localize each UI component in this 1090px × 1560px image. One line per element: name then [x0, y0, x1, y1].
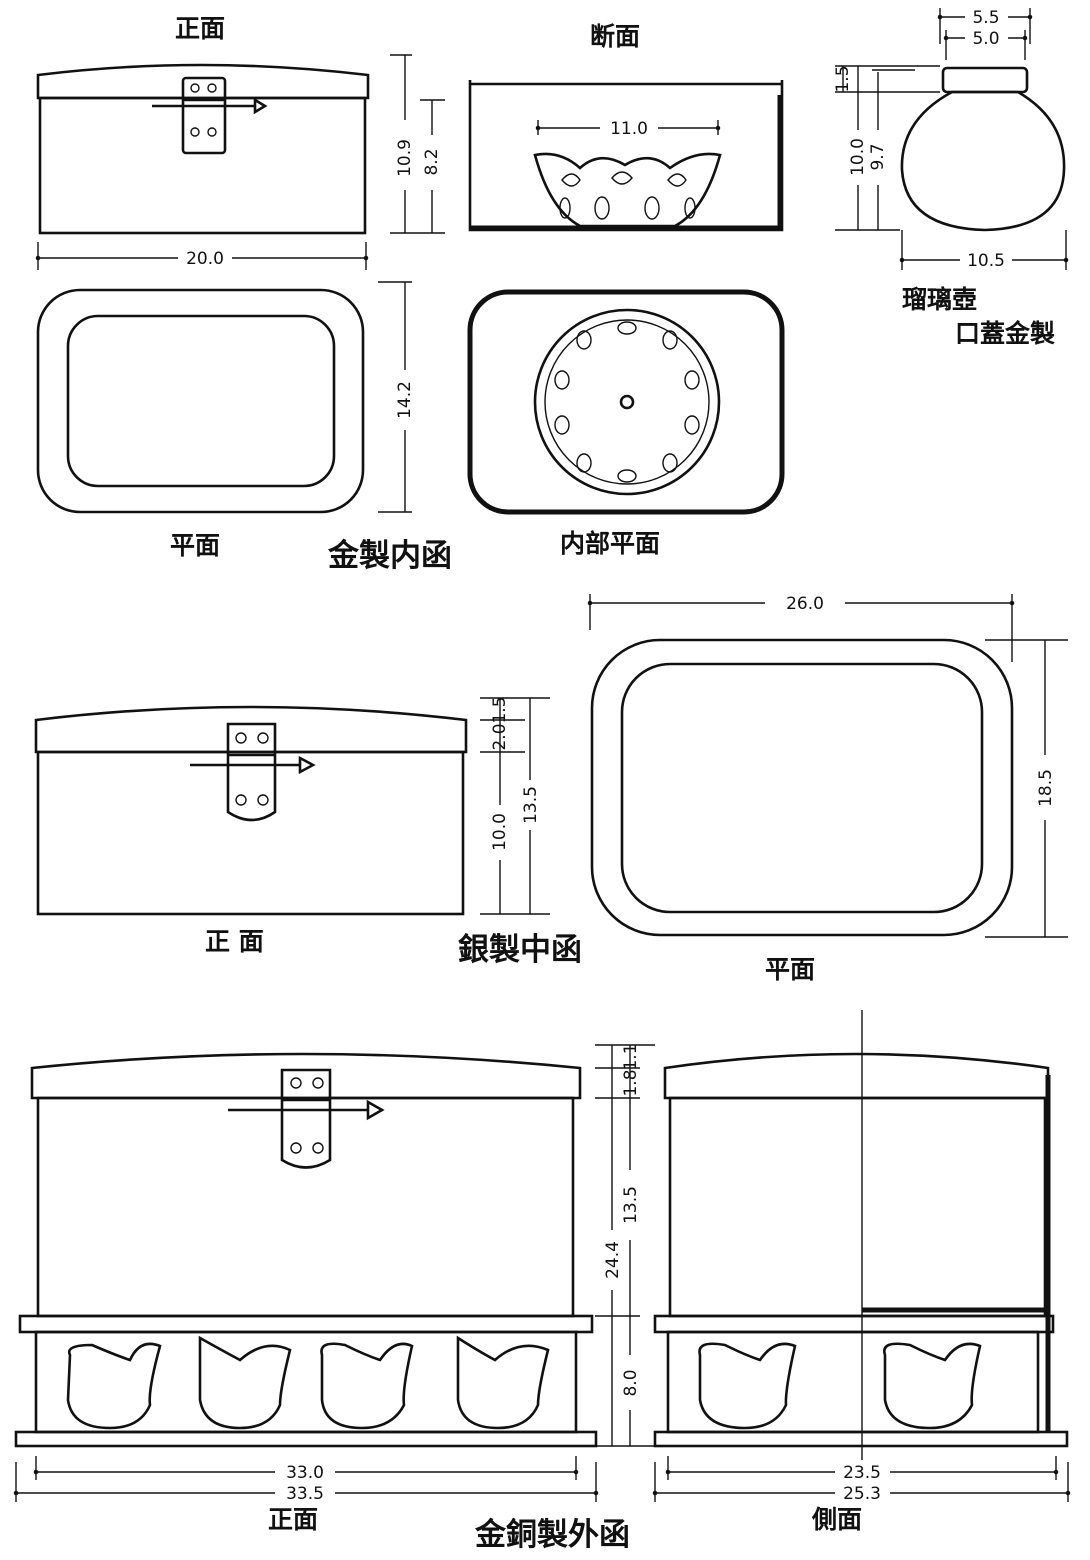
outer-dim-side-inner: 23.5 — [843, 1463, 881, 1483]
middle-box-group: 1.5 2.0 10.0 13.5 正 面 26.0 18.5 平面 銀製中函 — [34, 594, 1068, 984]
middle-box-title: 銀製中函 — [458, 932, 582, 968]
jar-note: 口蓋金製 — [955, 319, 1055, 348]
middle-plan-label: 平面 — [765, 955, 815, 984]
inner-box-front-view — [36, 63, 370, 235]
glass-jar-group: 5.5 5.0 1.5 10.0 9.7 10.5 瑠璃壺 口蓋金製 — [833, 8, 1069, 348]
middle-dim-rim: 2.0 — [490, 723, 510, 750]
inner-front-label: 正面 — [175, 14, 225, 43]
outer-dim-total: 24.4 — [603, 1241, 623, 1279]
glass-jar-shape — [900, 66, 1066, 232]
outer-box-group: 1.1 1.8 13.5 8.0 24.4 33.0 33.5 正面 — [13, 1010, 1071, 1553]
outer-dim-front-outer: 33.5 — [286, 1484, 324, 1504]
middle-dim-lid: 1.5 — [490, 696, 510, 723]
outer-dim-front-inner: 33.0 — [286, 1463, 324, 1483]
inner-box-plan-view: 14.2 — [36, 281, 415, 514]
inner-dim-depth: 14.2 — [395, 381, 415, 419]
jar-dim-height: 10.0 — [848, 138, 868, 176]
outer-box-front-view — [14, 1052, 598, 1448]
inner-box-group: 正面 20.0 10.9 — [35, 14, 785, 574]
inner-dim-cup: 11.0 — [610, 119, 648, 139]
jar-dim-top-inner: 5.0 — [972, 29, 999, 49]
inner-dim-body: 8.2 — [422, 148, 442, 175]
inner-box-inner-plan-view — [467, 289, 785, 515]
outer-front-label: 正面 — [268, 1505, 318, 1534]
outer-dim-side-outer: 25.3 — [843, 1484, 881, 1504]
inner-inner-plan-label: 内部平面 — [560, 529, 660, 558]
middle-dim-body: 10.0 — [490, 813, 510, 851]
inner-section-label: 断面 — [590, 22, 640, 51]
inner-dim-height: 10.9 — [395, 139, 415, 177]
inner-dim-width: 20.0 — [186, 249, 224, 269]
outer-dim-base: 8.0 — [621, 1369, 641, 1396]
middle-box-front-view — [34, 705, 468, 916]
middle-dim-total: 13.5 — [521, 786, 541, 824]
inner-box-title: 金製内函 — [327, 538, 452, 574]
jar-title: 瑠璃壺 — [902, 285, 977, 314]
inner-plan-label: 平面 — [170, 531, 220, 560]
outer-dim-body: 13.5 — [621, 1186, 641, 1224]
middle-front-label: 正 面 — [205, 927, 264, 956]
outer-dim-lid-b: 1.8 — [621, 1069, 641, 1096]
middle-dim-width: 26.0 — [786, 594, 824, 614]
inner-box-section-view: 11.0 — [468, 80, 784, 232]
inner-height-dimension: 10.9 8.2 — [390, 54, 445, 234]
jar-dim-width: 10.5 — [967, 251, 1005, 271]
outer-side-label: 側面 — [811, 1505, 862, 1534]
outer-box-side-view — [653, 1010, 1069, 1460]
jar-dim-neck: 1.5 — [833, 65, 853, 92]
outer-box-title: 金銅製外函 — [474, 1517, 630, 1553]
jar-dim-top-outer: 5.5 — [972, 8, 999, 28]
outer-dim-lid-a: 1.1 — [621, 1043, 641, 1070]
middle-box-plan-view — [590, 638, 1014, 937]
inner-width-dimension: 20.0 — [35, 242, 369, 270]
middle-dim-depth: 18.5 — [1036, 769, 1056, 807]
jar-dim-body: 9.7 — [868, 143, 888, 170]
